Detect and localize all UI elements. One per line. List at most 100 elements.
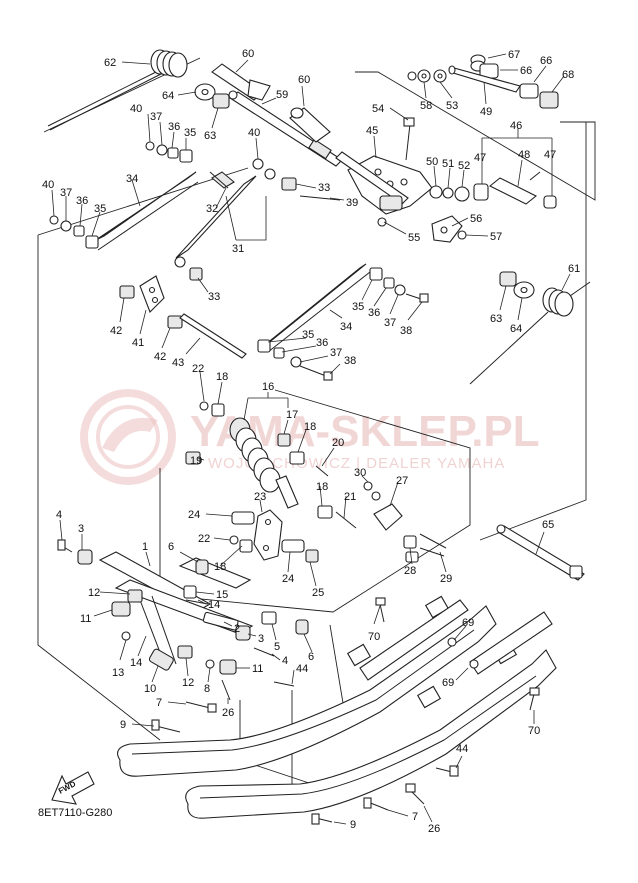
bushing-63 <box>499 271 517 287</box>
callout-68: 68 <box>562 69 574 81</box>
bushing-47 <box>543 195 557 209</box>
bushing-63 <box>212 93 230 109</box>
collar-24 <box>281 539 305 553</box>
bushing-36 <box>167 147 179 159</box>
collar-66 <box>519 83 539 99</box>
callout-64: 64 <box>162 90 174 102</box>
front-arm-34a <box>95 171 197 241</box>
front-arm-group <box>49 168 341 281</box>
callout-46: 46 <box>510 120 522 132</box>
callout-66: 66 <box>520 65 532 77</box>
bushing-15 <box>183 585 197 599</box>
bushing-18 <box>211 403 225 417</box>
bushing-36 <box>73 225 85 237</box>
cap-40 <box>252 158 264 170</box>
callout-67: 67 <box>508 49 520 61</box>
bolt-44 <box>273 681 295 687</box>
callout-24: 24 <box>282 573 294 585</box>
callout-36: 36 <box>368 307 380 319</box>
bushing-5 <box>261 611 277 625</box>
callout-18: 18 <box>216 371 228 383</box>
bolt-54 <box>405 123 411 161</box>
link-48 <box>488 171 541 205</box>
spring-arm-62 <box>47 69 161 127</box>
callout-13: 13 <box>112 667 124 679</box>
callout-18: 18 <box>316 481 328 493</box>
shock-frame <box>159 389 471 613</box>
bushing-17 <box>277 433 291 447</box>
bolt-9 <box>155 725 181 733</box>
callout-10: 10 <box>144 683 156 695</box>
bolt-70 <box>529 693 535 711</box>
callout-70: 70 <box>368 631 380 643</box>
forward-arrow-icon <box>51 771 95 805</box>
bolt-38 <box>299 365 327 377</box>
shaft-2 <box>202 611 239 631</box>
slide-rail-left <box>117 595 497 777</box>
right-frame <box>479 122 587 541</box>
callout-14: 14 <box>208 599 220 611</box>
bolt-4 <box>253 647 275 657</box>
shaft-39-group <box>335 151 409 211</box>
callout-42: 42 <box>154 351 166 363</box>
bushing-19 <box>185 451 201 465</box>
long-shaft-59 <box>228 90 343 167</box>
front-arm-assembly <box>57 539 309 733</box>
diagram-code: 8ET7110-G280 <box>38 807 113 819</box>
callout-21: 21 <box>344 491 356 503</box>
callout-1: 1 <box>142 541 148 553</box>
bushing-35 <box>257 339 271 353</box>
bolt-21 <box>335 511 357 529</box>
shaft-43 <box>179 313 247 359</box>
bushing-42 <box>167 315 183 329</box>
callout-18: 18 <box>304 421 316 433</box>
callout-16: 16 <box>262 381 274 393</box>
callout-57: 57 <box>490 231 502 243</box>
nut-55 <box>377 217 387 227</box>
collar-24 <box>231 511 255 525</box>
bushing-12 <box>177 645 193 659</box>
callout-40: 40 <box>248 127 260 139</box>
callout-66: 66 <box>540 55 552 67</box>
bushing-35 <box>85 235 99 249</box>
callout-22: 22 <box>192 363 204 375</box>
callout-40: 40 <box>42 179 54 191</box>
callout-18: 18 <box>214 561 226 573</box>
nut-22 <box>229 535 239 545</box>
plate-23 <box>253 509 283 561</box>
callout-54: 54 <box>372 103 384 115</box>
callout-5: 5 <box>274 641 280 653</box>
callout-32: 32 <box>206 203 218 215</box>
collar-68 <box>539 91 559 109</box>
callout-64: 64 <box>510 323 522 335</box>
callout-69: 69 <box>442 677 454 689</box>
callout-39: 39 <box>346 197 358 209</box>
callout-52: 52 <box>458 160 470 172</box>
callout-26: 26 <box>222 707 234 719</box>
nut-40 <box>264 168 276 180</box>
callout-24: 24 <box>188 509 200 521</box>
callout-61: 61 <box>568 263 580 275</box>
callout-60: 60 <box>242 48 254 60</box>
callout-38: 38 <box>344 355 356 367</box>
callout-41: 41 <box>132 337 144 349</box>
callout-19: 19 <box>190 455 202 467</box>
callout-48: 48 <box>518 149 530 161</box>
nut-8 <box>205 659 215 669</box>
callout-53: 53 <box>446 100 458 112</box>
bushing-11 <box>111 601 131 617</box>
callout-55: 55 <box>408 232 420 244</box>
bolt-29 <box>419 533 447 549</box>
callout-11: 11 <box>80 613 91 625</box>
callout-47: 47 <box>544 149 556 161</box>
rear-arm-frame <box>355 71 596 201</box>
callout-7: 7 <box>412 811 418 823</box>
rail-frame <box>329 624 346 716</box>
bushing-25 <box>305 549 319 563</box>
center-arm-group <box>119 263 591 385</box>
callout-6: 6 <box>168 541 174 553</box>
callout-12: 12 <box>182 677 194 689</box>
bushing-36 <box>383 277 395 289</box>
